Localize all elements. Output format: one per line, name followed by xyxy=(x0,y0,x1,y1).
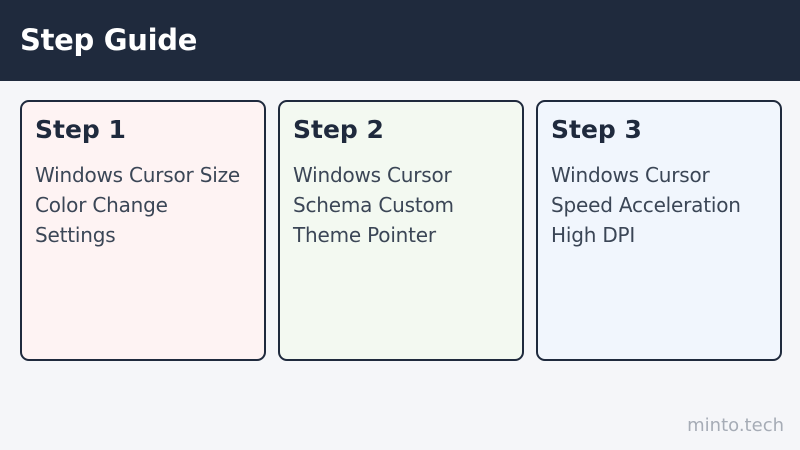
step-card-body: Windows Cursor Schema Custom Theme Point… xyxy=(293,163,454,247)
page-title: Step Guide xyxy=(20,23,198,57)
step-card-3: Step 3 Windows Cursor Speed Acceleration… xyxy=(536,100,782,361)
step-card-title: Step 1 xyxy=(35,115,126,144)
step-card-1: Step 1 Windows Cursor Size Color Change … xyxy=(20,100,266,361)
header-bar: Step Guide xyxy=(0,0,800,81)
step-card-2: Step 2 Windows Cursor Schema Custom Them… xyxy=(278,100,524,361)
step-card-title: Step 2 xyxy=(293,115,384,144)
step-card-body: Windows Cursor Size Color Change Setting… xyxy=(35,163,240,247)
step-card-title: Step 3 xyxy=(551,115,642,144)
step-card-body: Windows Cursor Speed Acceleration High D… xyxy=(551,163,741,247)
step-cards: Step 1 Windows Cursor Size Color Change … xyxy=(20,100,782,361)
watermark: minto.tech xyxy=(687,415,784,436)
